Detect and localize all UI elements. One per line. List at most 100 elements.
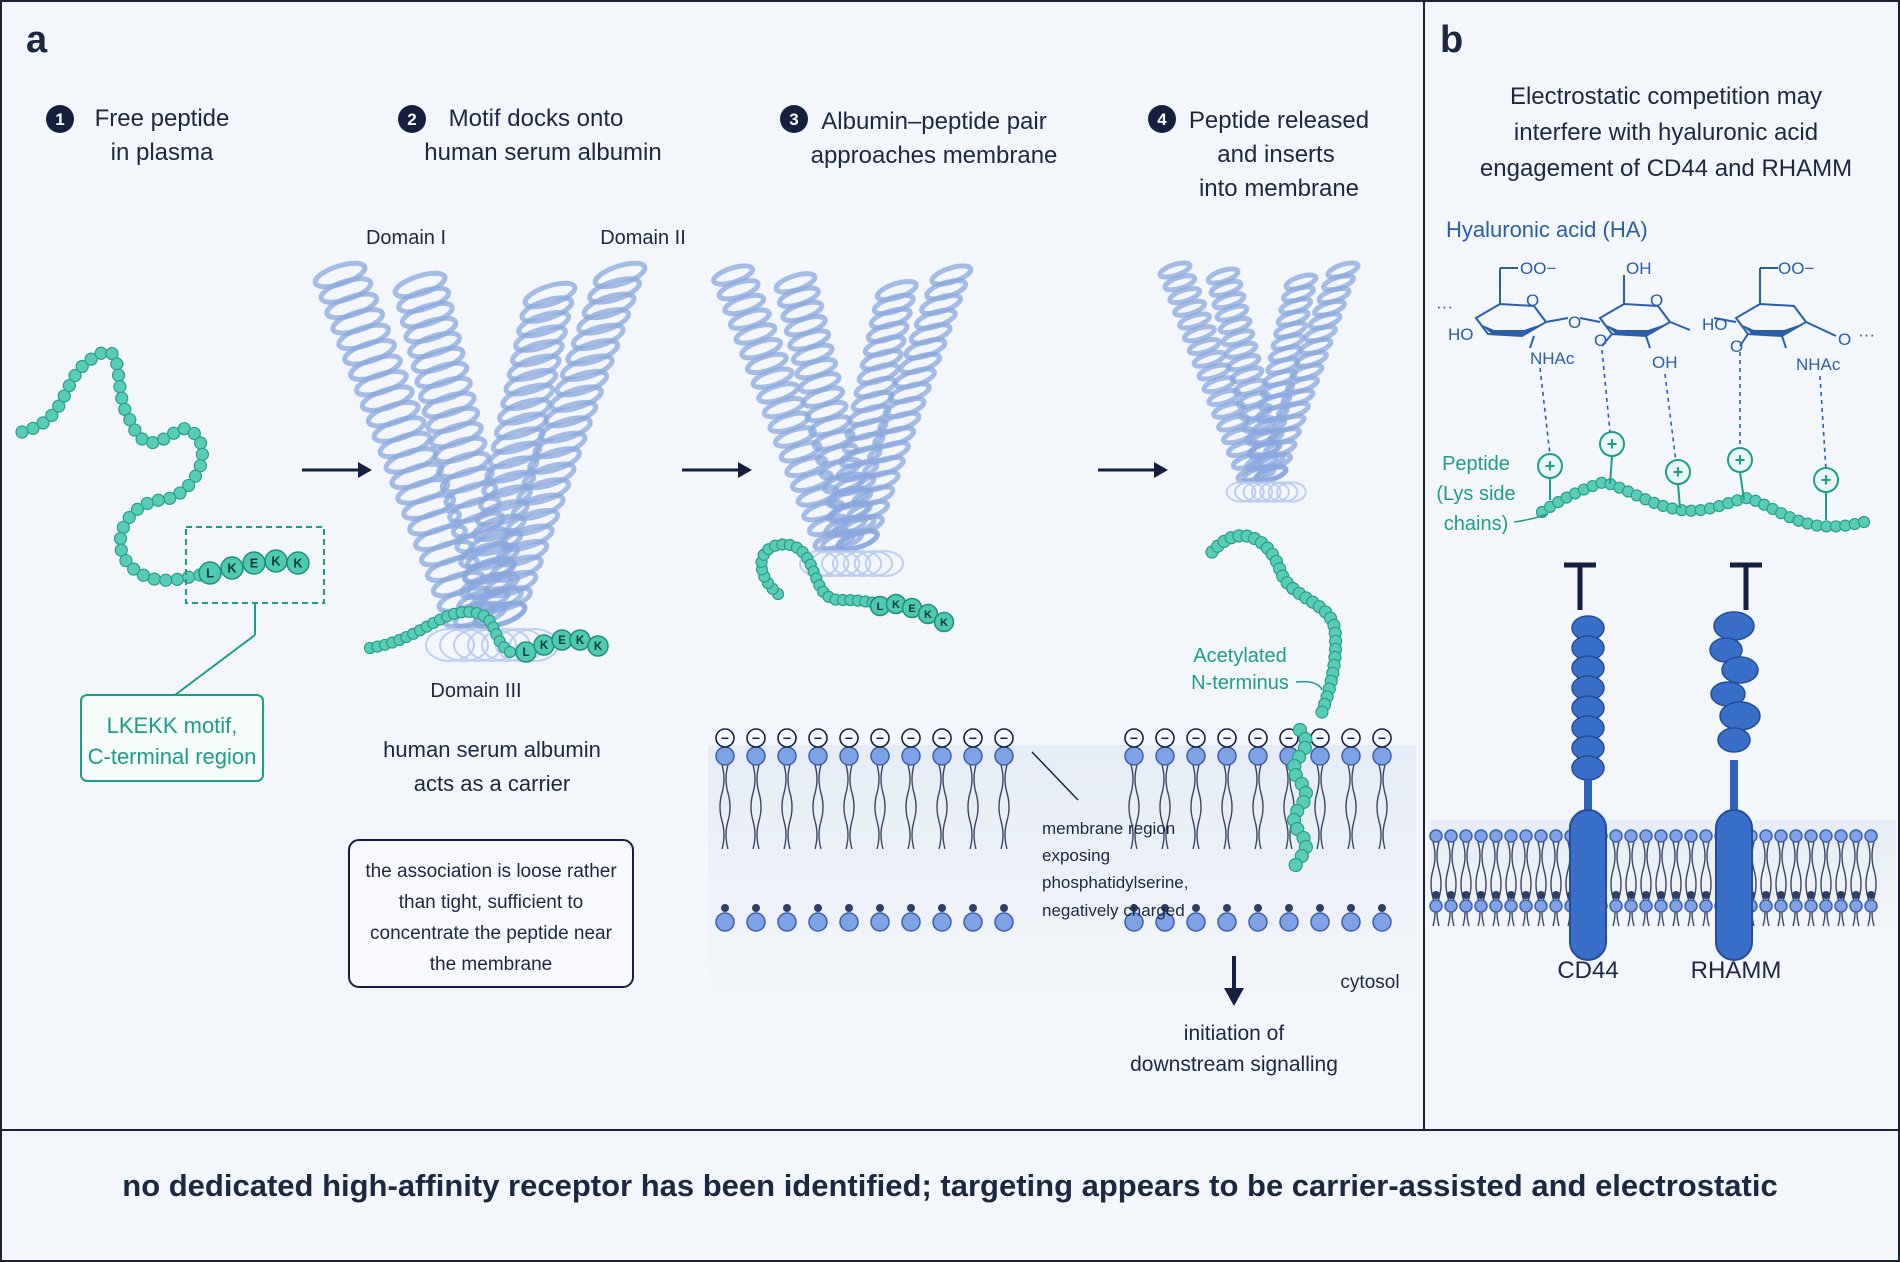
- peptide-bead: [127, 562, 141, 576]
- negative-charge-symbol: −: [1161, 730, 1169, 746]
- footer-statement: no dedicated high-affinity receptor has …: [122, 1168, 1777, 1203]
- chem-ho-2: HO: [1702, 315, 1728, 334]
- membrane-note-line1: membrane region: [1042, 819, 1175, 838]
- lipid-head-inner: [1248, 912, 1268, 932]
- lipid-tail: [905, 764, 911, 850]
- lipid-head-outer: [1639, 829, 1653, 843]
- peptide-bead: [68, 368, 82, 383]
- albumin-domain3-coil: [1234, 481, 1265, 503]
- motif-letter: E: [250, 556, 258, 570]
- lipid-tail: [880, 764, 886, 850]
- lipid-head-outer: [1849, 829, 1863, 843]
- albumin-domain3-coil: [1276, 481, 1307, 503]
- lipid-head-outer: [1124, 746, 1144, 766]
- albumin-helix-turn: [481, 469, 537, 499]
- step-3-header: 3 Albumin–peptide pair approaches membra…: [780, 105, 1057, 169]
- albumin-domain3-coil: [1242, 481, 1274, 503]
- negative-charge-symbol: −: [845, 730, 853, 746]
- lipid-glycerol: [969, 904, 977, 912]
- peptide-bead: [36, 416, 50, 430]
- ha-peptide-interactions: [1539, 349, 1827, 471]
- albumin-helix-turn: [353, 368, 409, 398]
- albumin-domain3-coil: [1259, 481, 1290, 503]
- peptide-bead: [26, 421, 40, 435]
- albumin-helix-turn: [348, 353, 403, 382]
- lipid-head-outer: [1444, 829, 1458, 843]
- lipid-tail: [781, 764, 787, 850]
- lipid-head-inner: [1699, 899, 1713, 913]
- acetyl-label-line2: N-terminus: [1191, 672, 1289, 694]
- lipid-head-outer: [1372, 746, 1392, 766]
- membrane-note-line2: exposing: [1042, 846, 1110, 865]
- peptide-bead: [45, 408, 59, 422]
- lipid-glycerol: [1627, 891, 1635, 899]
- lipid-tail: [1165, 764, 1171, 850]
- lipid-glycerol: [907, 904, 915, 912]
- lipid-tail: [967, 764, 973, 850]
- lipid-head-inner: [1789, 899, 1803, 913]
- albumin-helix-turn: [516, 309, 572, 339]
- lipid-head-inner: [870, 912, 890, 932]
- negative-charge-symbol: −: [1347, 730, 1355, 746]
- lys-charge: [1665, 459, 1691, 485]
- lipid-head-inner: [1444, 899, 1458, 913]
- albumin-helix-turn: [478, 484, 533, 513]
- lys-side-chain: [1609, 455, 1613, 485]
- motif-letter: K: [271, 554, 281, 568]
- motif-letter: K: [227, 561, 237, 575]
- lipid-glycerol: [1522, 891, 1530, 899]
- chem-dots-left: ···: [1436, 297, 1453, 316]
- albumin-helix-turn: [522, 280, 578, 310]
- rhamm-receptor: [1709, 611, 1761, 961]
- lipid-head-inner: [1310, 912, 1330, 932]
- albumin-helix-turn: [490, 426, 546, 455]
- lipid-head-inner: [1474, 899, 1488, 913]
- peptide-label-pointer: [1513, 513, 1549, 523]
- albumin-helix-turn: [383, 446, 439, 475]
- lipid-head-outer: [1819, 829, 1833, 843]
- albumin-small: [1157, 260, 1361, 503]
- lipid-glycerol: [1612, 891, 1620, 899]
- lipid-head-outer: [1474, 829, 1488, 843]
- motif-letter: L: [206, 566, 214, 580]
- albumin-helix-turn: [421, 390, 477, 420]
- lipid-head-inner: [1459, 899, 1473, 913]
- step-4-header: 4 Peptide released and inserts into memb…: [1148, 105, 1369, 202]
- albumin-helix-turn: [425, 405, 481, 435]
- peptide-bead: [188, 469, 203, 483]
- hyaluronic-acid-structure: [1474, 267, 1837, 349]
- acetyl-pointer: [1295, 680, 1323, 691]
- lipid-head-outer: [1429, 829, 1443, 843]
- albumin-helix-turn: [506, 353, 562, 382]
- cd44-domain-bead: [1571, 755, 1605, 781]
- cd44-receptor: [1569, 615, 1607, 961]
- albumin-domain3-coil: [1225, 481, 1257, 503]
- albumin-domain3-coil: [425, 628, 475, 662]
- albumin-helix-turn: [570, 322, 626, 352]
- peptide-bead: [194, 436, 208, 450]
- lipid-glycerol: [1642, 891, 1650, 899]
- negative-charge: [1248, 728, 1268, 748]
- motif-callout-line2: C-terminal region: [88, 744, 257, 769]
- ha-label: Hyaluronic acid (HA): [1446, 217, 1648, 242]
- step-1-title-line2: in plasma: [111, 139, 214, 166]
- lipid-glycerol: [1822, 891, 1830, 899]
- step-1-header: 1 Free peptide in plasma: [46, 105, 229, 166]
- negative-charge: [1372, 728, 1392, 748]
- albumin-helix-turn: [392, 270, 448, 300]
- lipid-tail: [998, 764, 1004, 850]
- arrow-1-2-head: [358, 462, 372, 478]
- lipid-glycerol: [1223, 904, 1231, 912]
- lipid-tail: [973, 764, 979, 850]
- cd44-label: CD44: [1557, 957, 1618, 984]
- lipid-glycerol: [1657, 891, 1665, 899]
- lipid-glycerol: [1432, 891, 1440, 899]
- lipid-tail: [719, 764, 725, 850]
- lipid-head-outer: [1217, 746, 1237, 766]
- lipid-tail: [1314, 764, 1320, 850]
- negative-charge: [1124, 728, 1144, 748]
- lipid-head-inner: [1639, 899, 1653, 913]
- albumin-domain3-coil: [864, 550, 905, 578]
- lipid-glycerol: [783, 904, 791, 912]
